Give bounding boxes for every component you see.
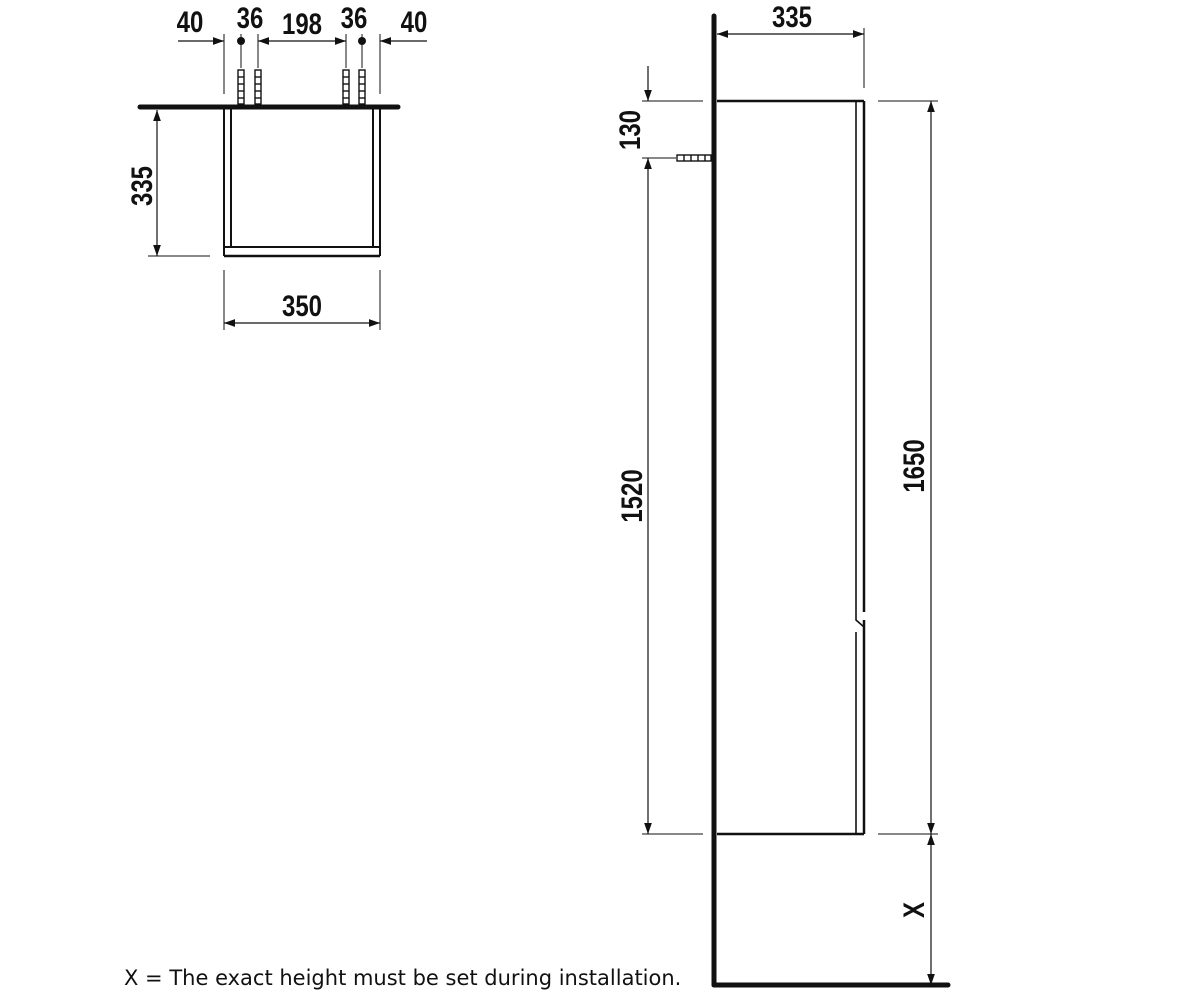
- dim-offset-left: 40: [177, 4, 204, 38]
- top-view: 40 36 198 36 40 335 350: [124, 0, 427, 330]
- side-view-extension-lines: [642, 28, 938, 835]
- side-view-anchor: [676, 154, 712, 162]
- dim-width: 350: [282, 288, 322, 322]
- top-view-extension-lines: [148, 34, 381, 330]
- anchor-point-right: [358, 37, 366, 45]
- anchor-dowel: [342, 69, 350, 105]
- top-view-cabinet: [223, 107, 381, 258]
- side-view: 335 130 1520 1650 X: [612, 0, 951, 988]
- dim-cabinet-height: 1650: [896, 439, 930, 492]
- side-view-cabinet: [717, 99, 866, 836]
- side-view-dimension-lines: [644, 30, 935, 985]
- anchor-point-left: [237, 37, 245, 45]
- installation-note: X = The exact height must be set during …: [124, 966, 682, 990]
- dim-depth-top-view: 335: [124, 166, 158, 206]
- dim-anchor-right: 36: [341, 0, 368, 34]
- dim-offset-right: 40: [401, 4, 428, 38]
- dim-top-to-anchor: 130: [612, 110, 646, 150]
- dim-variable-height: X: [896, 902, 930, 918]
- anchor-dowel: [237, 69, 245, 105]
- anchor-dowel: [358, 69, 366, 105]
- dim-anchor-height: 1520: [614, 469, 648, 522]
- dim-anchor-spacing: 198: [282, 6, 322, 40]
- top-view-dimension-lines: [153, 37, 427, 327]
- anchor-dowel: [254, 69, 262, 105]
- dim-depth-side-view: 335: [772, 0, 812, 34]
- dim-anchor-left: 36: [237, 0, 264, 34]
- top-view-anchors: [237, 69, 366, 105]
